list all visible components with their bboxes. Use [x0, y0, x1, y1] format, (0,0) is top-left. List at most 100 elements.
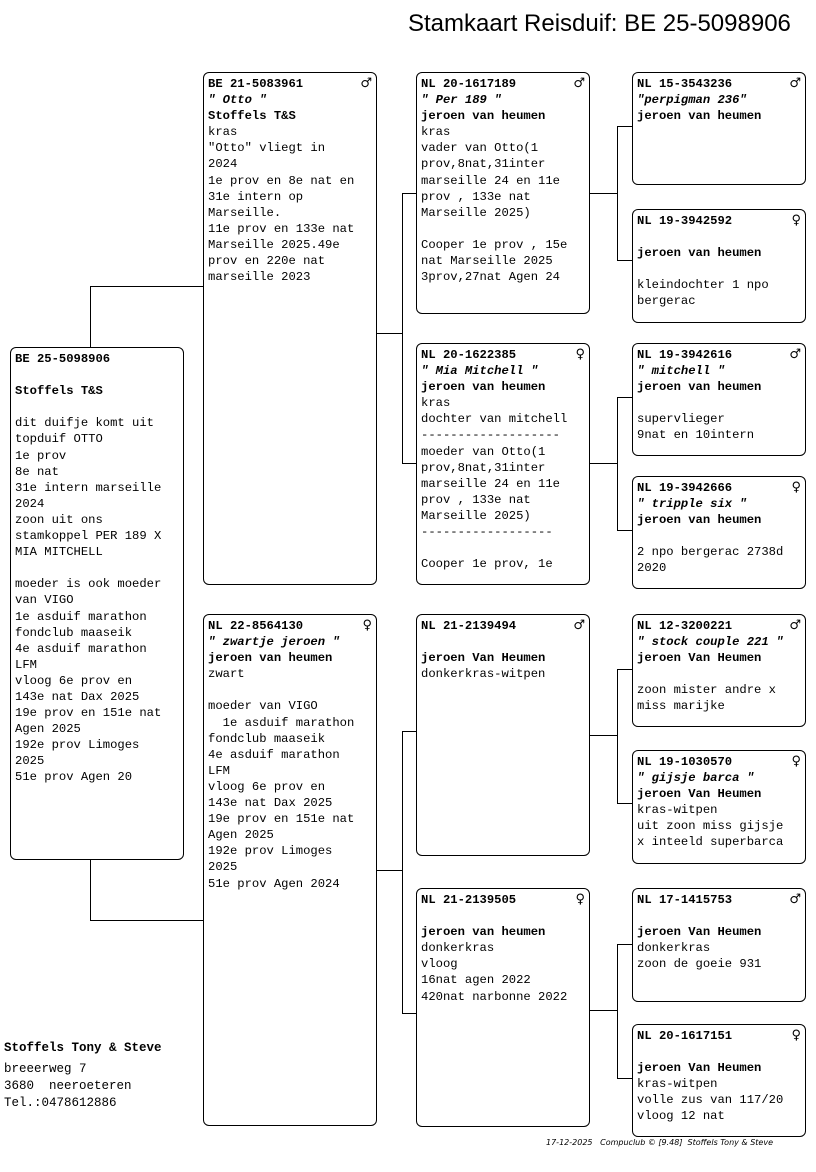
note-line: 1e asduif marathon [15, 609, 147, 624]
note-line: 1e prov [15, 448, 67, 463]
note-line: 192e prov Limoges [208, 844, 333, 859]
note-line: kras-witpen [637, 803, 718, 818]
note-line: prov,8nat,31inter [421, 460, 546, 475]
ring-number: NL 21-2139494 [421, 619, 517, 633]
female-icon: ♀ [575, 892, 585, 907]
note-line: 4e asduif marathon [15, 641, 147, 656]
page-title: Stamkaart Reisduif: BE 25-5098906 [408, 10, 791, 37]
note-line: 2025 [15, 754, 45, 769]
pigeon-name [637, 229, 801, 245]
note-line: marseille 2023 [208, 270, 311, 285]
pigeon-name: " Otto " [208, 93, 267, 108]
note-line: 11e prov en 133e nat [208, 221, 355, 236]
note-line: 143e nat Dax 2025 [15, 689, 140, 704]
ring-number: NL 12-3200221 [637, 619, 733, 633]
card-header: NL 20-1617151♀ [637, 1028, 801, 1044]
note-line: prov , 133e nat [421, 189, 531, 204]
sire-dam-dam-card[interactable]: NL 19-3942666♀" tripple six "jeroen van … [632, 476, 806, 589]
note-line: uit zoon miss gijsje [637, 819, 784, 834]
note-line [421, 540, 585, 556]
dam-card[interactable]: NL 22-8564130♀" zwartje jeroen "jeroen v… [203, 614, 377, 1126]
owner-name: Stoffels T&S [15, 384, 103, 399]
card-header: NL 17-1415753♂ [637, 892, 801, 908]
note-line: 143e nat Dax 2025 [208, 796, 333, 811]
ring-number: BE 21-5083961 [208, 77, 304, 91]
card-header: NL 22-8564130♀ [208, 618, 372, 634]
ring-number: NL 20-1622385 [421, 348, 517, 362]
dam-sire-sire-card[interactable]: NL 12-3200221♂" stock couple 221 "jeroen… [632, 614, 806, 727]
note-line: Cooper 1e prov, 1e [421, 557, 553, 572]
subject-pigeon-card[interactable]: BE 25-5098906 Stoffels T&S dit duifje ko… [10, 347, 184, 860]
note-line: vloog 12 nat [637, 1109, 725, 1124]
sire-sire-dam-card[interactable]: NL 19-3942592♀ jeroen van heumen kleindo… [632, 209, 806, 323]
pigeon-name: " zwartje jeroen " [208, 635, 340, 650]
ring-number: NL 21-2139505 [421, 893, 517, 907]
owner-name: jeroen van heumen [208, 651, 333, 666]
owner-name: Stoffels T&S [208, 109, 296, 124]
note-line: Agen 2025 [208, 828, 274, 843]
note-line: stamkoppel PER 189 X [15, 529, 162, 544]
note-line: vloog [421, 957, 458, 972]
dam-sire-dam-card[interactable]: NL 19-1030570♀" gijsje barca "jeroen Van… [632, 750, 806, 864]
note-line: zoon de goeie 931 [637, 957, 762, 972]
note-line: zoon uit ons [15, 512, 103, 527]
note-line: vader van Otto(1 [421, 141, 539, 156]
owner-name: jeroen Van Heumen [637, 787, 762, 802]
pigeon-name [637, 1044, 801, 1060]
note-line: moeder van Otto(1 [421, 444, 546, 459]
sire-sire-card[interactable]: NL 20-1617189♂" Per 189 "jeroen van heum… [416, 72, 590, 314]
footer: 17-12-2025 Compuclub © [9.48] Stoffels T… [546, 1138, 773, 1147]
note-line: miss marijke [637, 699, 725, 714]
ring-number: BE 25-5098906 [15, 352, 111, 366]
note-line [15, 560, 179, 576]
owner-street: breeerweg 7 [4, 1062, 87, 1076]
note-line: vloog 6e prov en [15, 673, 133, 688]
owner-name: jeroen Van Heumen [637, 1061, 762, 1076]
note-line: kras-witpen [637, 1077, 718, 1092]
note-line: Marseille 2025) [421, 205, 531, 220]
note-line: fondclub maaseik [208, 731, 326, 746]
note-line: 420nat narbonne 2022 [421, 989, 568, 1004]
pigeon-name [637, 908, 801, 924]
note-line: Marseille 2025.49e [208, 237, 340, 252]
note-line: 2020 [637, 561, 667, 576]
ring-number: NL 20-1617151 [637, 1029, 733, 1043]
owner-name: jeroen Van Heumen [637, 651, 762, 666]
pigeon-name: " stock couple 221 " [637, 635, 784, 650]
note-line: vloog 6e prov en [208, 779, 326, 794]
note-line: 19e prov en 151e nat [208, 812, 355, 827]
note-line: marseille 24 en 11e [421, 476, 560, 491]
male-icon: ♂ [789, 892, 801, 907]
note-line: Marseille 2025) [421, 508, 531, 523]
note-line: x inteeld superbarca [637, 835, 784, 850]
ring-number: NL 22-8564130 [208, 619, 304, 633]
pigeon-name: " gijsje barca " [637, 771, 755, 786]
note-line: supervlieger [637, 412, 725, 427]
pigeon-name [421, 634, 585, 650]
ring-number: NL 19-1030570 [637, 755, 733, 769]
card-header: NL 19-3942616♂ [637, 347, 801, 363]
ring-number: NL 19-3942616 [637, 348, 733, 362]
note-line: donkerkras-witpen [421, 667, 546, 682]
note-line: 3prov,27nat Agen 24 [421, 270, 560, 285]
note-line: marseille 24 en 11e [421, 173, 560, 188]
note-line: prov,8nat,31inter [421, 157, 546, 172]
owner-name: jeroen van heumen [637, 109, 762, 124]
note-line: zoon mister andre x [637, 683, 776, 698]
sire-sire-sire-card[interactable]: NL 15-3543236♂"perpigman 236"jeroen van … [632, 72, 806, 185]
sire-dam-sire-card[interactable]: NL 19-3942616♂" mitchell "jeroen van heu… [632, 343, 806, 456]
sire-dam-card[interactable]: NL 20-1622385♀" Mia Mitchell "jeroen van… [416, 343, 590, 585]
note-line: ------------------ [421, 525, 553, 540]
note-line: donkerkras [637, 941, 711, 956]
card-header: NL 19-3942592♀ [637, 213, 801, 229]
note-line: van VIGO [15, 593, 74, 608]
female-icon: ♀ [791, 213, 801, 228]
male-icon: ♂ [573, 618, 585, 633]
pigeon-name: " mitchell " [637, 364, 725, 379]
pigeon-name: " tripple six " [637, 497, 747, 512]
